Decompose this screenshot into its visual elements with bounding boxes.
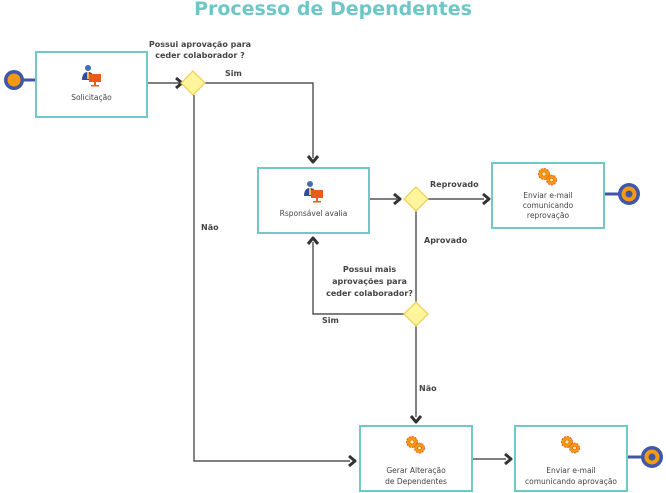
task-label-line-2: de Dependentes <box>385 477 447 486</box>
gateway-g2[interactable] <box>403 186 429 212</box>
gears-icon <box>538 168 557 186</box>
gateway-g3-question-line-2: aprovações para <box>332 277 407 286</box>
task-label-line-2: comunicando <box>522 201 574 210</box>
flow-label-g1-nao: Não <box>201 223 219 232</box>
arrowhead-icon <box>503 451 514 467</box>
arrowhead-icon <box>481 191 492 207</box>
flow-g3-sim <box>312 242 404 315</box>
flow-label-g2-aprovado: Aprovado <box>424 236 468 245</box>
task-label-line-3: reprovação <box>526 211 570 220</box>
gateway-g1[interactable] <box>180 70 206 96</box>
arrowhead-icon <box>347 453 358 469</box>
gateway-g3-question-line-3: ceder colaborador? <box>326 289 413 298</box>
end-event-reprovacao[interactable] <box>605 183 640 205</box>
end-event-aprovacao[interactable] <box>628 446 663 468</box>
flow-label-g3-sim: Sim <box>322 316 339 325</box>
task-label-line-2: comunicando aprovação <box>524 477 618 486</box>
user-computer-icon <box>303 181 323 203</box>
task-solicitacao[interactable]: Solicitação <box>35 51 148 118</box>
gateway-g3-question-line-1: Possui mais <box>342 265 397 274</box>
flow-label-g2-reprovado: Reprovado <box>430 180 479 189</box>
arrowhead-icon <box>408 414 424 425</box>
task-gerar-alteracao[interactable]: Gerar Alteração de Dependentes <box>359 425 473 492</box>
task-email-reprovacao[interactable]: Enviar e-mail comunicando reprovação <box>491 162 605 229</box>
gears-icon <box>561 436 580 454</box>
gateway-g1-question-line-2: ceder colaborador ? <box>155 51 245 60</box>
task-responsavel-avalia[interactable]: Rsponsável avalia <box>257 167 370 234</box>
gears-icon <box>406 436 425 454</box>
diagram-title: Processo de Dependentes <box>194 0 472 20</box>
task-label: Solicitação <box>71 93 112 102</box>
gateway-g1-question-line-1: Possui aprovação para <box>148 40 252 49</box>
task-label: Rsponsável avalia <box>279 209 348 218</box>
gateway-g3[interactable] <box>403 301 429 327</box>
start-event[interactable] <box>4 70 35 90</box>
flow-label-g3-nao: Não <box>419 384 437 393</box>
task-label-line-1: Enviar e-mail <box>523 191 573 200</box>
flow-g1-sim <box>205 82 314 158</box>
task-label-line-1: Gerar Alteração <box>386 466 446 475</box>
task-label-line-1: Enviar e-mail <box>546 466 596 475</box>
flow-label-g1-sim: Sim <box>225 69 242 78</box>
user-computer-icon <box>81 65 101 87</box>
task-email-aprovacao[interactable]: Enviar e-mail comunicando aprovação <box>514 425 628 492</box>
flow-g1-nao <box>193 95 350 462</box>
